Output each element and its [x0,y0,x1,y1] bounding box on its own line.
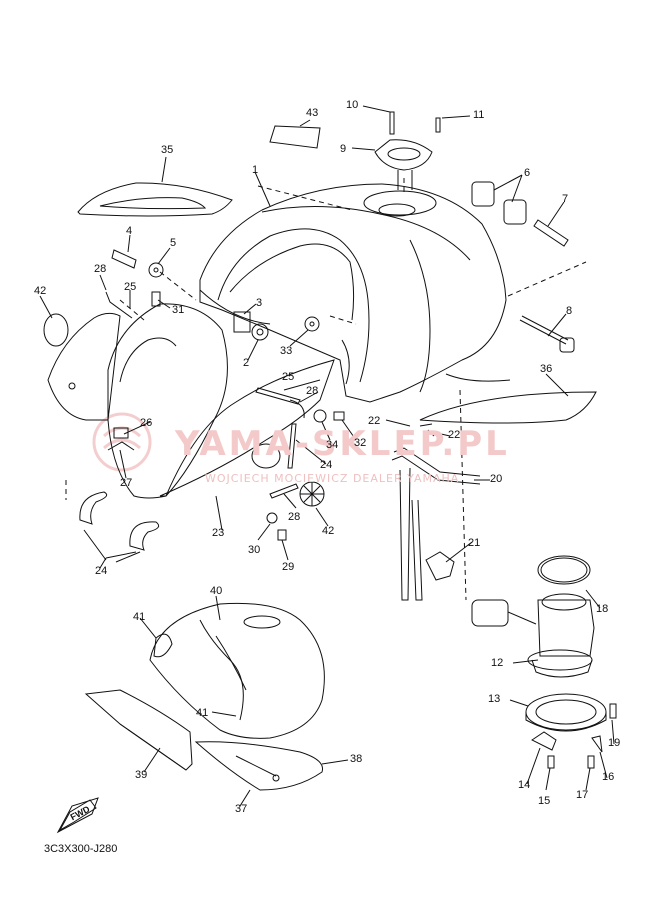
fuel-tank-1 [199,183,511,403]
hose-20 [391,423,481,601]
side-cover-left [43,312,121,421]
callout-4: 4 [126,225,133,237]
damper-6 [471,181,527,225]
heat-shield-39 [84,689,193,771]
guard-38 [194,741,324,791]
hardware-small [105,249,320,341]
callout-17: 17 [576,789,589,801]
callout-38: 38 [350,753,363,765]
plate-13 [525,693,607,732]
callout-35: 37 [235,803,248,815]
callout-9: 9 [340,143,347,155]
side-cover-23 [107,303,335,499]
callout-22-a: 22 [368,415,381,427]
callout-27: 26 [140,417,153,429]
tank-pad-37 [77,182,233,217]
drain-plug [107,427,135,451]
drawing-code: 3C3X300-J280 [44,843,118,855]
callout-23: 23 [212,527,225,539]
tank-cover-40 [149,602,325,739]
callout-16: 16 [602,771,615,783]
grommet-24 [79,491,160,563]
bolt-8 [519,315,575,353]
watermark-subtitle: WOJCIECH MOCIEWICZ DEALER YAMAHA [205,472,460,485]
callout-25-a: 25 [124,281,137,293]
callout-5: 5 [170,237,177,249]
callout-19: 19 [608,737,621,749]
callout-36: 36 [540,363,553,375]
callout-39: 39 [135,769,148,781]
callout-42-a: 42 [34,285,47,297]
callout-25-c: 24 [320,459,333,471]
grommet-42 [299,481,325,507]
callout-26: 27 [120,477,133,489]
collar-7 [533,219,569,247]
callout-34: 34 [326,439,339,451]
callout-28-a: 28 [94,263,107,275]
fuel-pump-12 [471,555,595,678]
callout-41-a: 41 [133,611,146,623]
strips [255,387,305,499]
callout-7: 7 [562,193,569,205]
callout-21: 21 [468,537,481,549]
callout-33: 33 [280,345,293,357]
callout-10: 10 [346,99,359,111]
callout-31: 31 [172,304,185,316]
callout-42-b: 42 [322,525,335,537]
leader-lines [39,105,615,807]
callout-41-b: 41 [196,707,209,719]
callout-28-c: 28 [288,511,301,523]
callout-37: 35 [161,144,174,156]
filler-cap-9 [374,111,441,190]
callout-25-b: 25 [282,371,295,383]
callout-12: 12 [491,657,504,669]
callout-40: 40 [210,585,223,597]
callout-29: 29 [282,561,295,573]
fwd-arrow-icon [56,797,99,834]
callout-3: 3 [256,297,263,309]
callout-2: 2 [243,357,250,369]
callout-8: 8 [566,305,573,317]
callout-13: 13 [488,693,501,705]
callout-30: 30 [248,544,261,556]
callout-1: 1 [252,164,259,176]
tank-pad-36 [419,391,597,424]
callout-20: 20 [490,473,503,485]
assembly-guides [65,178,587,601]
callout-32: 32 [354,437,367,449]
washers-screws [266,409,345,541]
callout-43: 43 [306,107,319,119]
callout-15: 15 [538,795,551,807]
callout-18: 18 [596,603,609,615]
pump-hardware [531,703,617,769]
callout-14: 14 [518,779,531,791]
callout-22-b: 22 [448,429,461,441]
callout-28-b: 28 [306,385,319,397]
callout-11: 11 [473,109,485,121]
watermark-title: YAMA-SKLEP.PL [175,424,510,464]
callout-6: 6 [524,167,531,179]
callout-24: 24 [95,565,108,577]
sticker-43 [269,125,321,149]
